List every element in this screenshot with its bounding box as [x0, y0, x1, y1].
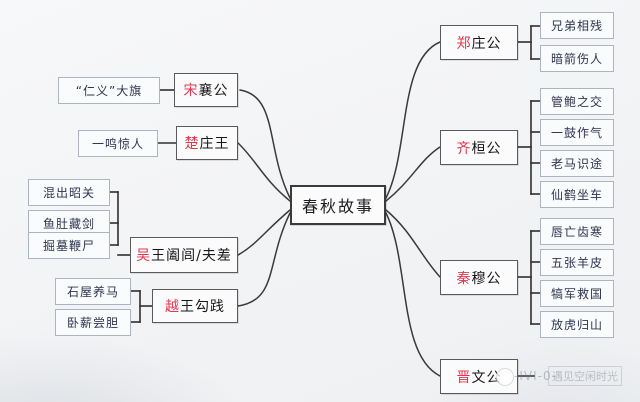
leaf-zheng-0[interactable]: 兄弟相残 — [540, 12, 614, 39]
node-yue-accent: 越 — [165, 299, 180, 315]
node-yue-wang-goujian[interactable]: 越王勾践 — [152, 289, 238, 323]
leaf-qi-1-label: 一鼓作气 — [550, 126, 603, 140]
node-jin-wen-gong[interactable]: 晋文公 — [440, 359, 518, 394]
leaf-chu-0[interactable]: 一鸣惊人 — [78, 130, 158, 157]
leaf-qin-2-label: 犒军救国 — [550, 287, 603, 301]
node-zheng-rest: 庄公 — [471, 35, 502, 52]
link-root-qi — [385, 146, 441, 202]
node-wu-accent: 吴 — [136, 248, 152, 264]
leaf-yue-1-label: 卧薪尝胆 — [66, 316, 119, 330]
leaf-qi-3[interactable]: 仙鹤坐车 — [540, 181, 614, 208]
leaf-qin-1[interactable]: 五张羊皮 — [540, 249, 614, 276]
leaf-qin-3[interactable]: 放虎归山 — [540, 311, 614, 338]
root-node-label: 春秋故事 — [301, 197, 374, 216]
node-wu-rest: 王阖闾/夫差 — [151, 248, 232, 264]
node-qin-rest: 穆公 — [471, 270, 502, 287]
leaf-wu-2-label: 掘墓鞭尸 — [42, 239, 95, 253]
watermark-text: 遇见空闲时光 — [548, 366, 622, 386]
node-song-accent: 宋 — [183, 83, 199, 99]
leaf-qin-3-label: 放虎归山 — [550, 318, 603, 332]
leaf-qi-0-label: 管鲍之交 — [550, 95, 603, 109]
leaf-qin-0[interactable]: 唇亡齿寒 — [540, 218, 614, 245]
link-root-chu — [237, 142, 291, 202]
leaf-qi-0[interactable]: 管鲍之交 — [540, 88, 614, 115]
leaf-qi-1[interactable]: 一鼓作气 — [540, 119, 614, 146]
node-zheng-accent: 郑 — [456, 35, 472, 52]
node-zheng-zhuang-gong[interactable]: 郑庄公 — [440, 25, 518, 60]
link-root-song — [239, 89, 291, 199]
node-qin-mu-gong[interactable]: 秦穆公 — [440, 260, 518, 295]
leaf-song-0-label: “仁义”大旗 — [75, 84, 143, 98]
node-chu-zhuang-wang[interactable]: 楚庄王 — [176, 126, 238, 160]
node-yue-rest: 王勾践 — [180, 299, 225, 315]
leaf-wu-1-label: 鱼肚藏剑 — [42, 217, 95, 231]
node-qin-accent: 秦 — [456, 270, 472, 287]
link-root-zheng — [385, 41, 441, 199]
leaf-qin-2[interactable]: 犒军救国 — [540, 280, 614, 307]
link-root-yue — [237, 212, 291, 307]
watermark-prefix: -IVI-0- — [514, 369, 557, 383]
leaf-qi-3-label: 仙鹤坐车 — [550, 188, 603, 202]
leaf-qi-2-label: 老马识途 — [550, 157, 603, 171]
node-chu-accent: 楚 — [184, 136, 200, 152]
link-root-wu — [237, 209, 291, 256]
link-root-qin — [385, 209, 441, 278]
leaf-qi-2[interactable]: 老马识途 — [540, 150, 614, 177]
node-qi-accent: 齐 — [456, 140, 472, 157]
node-jin-accent: 晋 — [456, 369, 472, 386]
node-jin-rest: 文公 — [471, 369, 502, 386]
leaf-wu-0[interactable]: 混出昭关 — [28, 179, 110, 206]
leaf-qin-0-label: 唇亡齿寒 — [550, 225, 603, 239]
leaf-song-0[interactable]: “仁义”大旗 — [58, 77, 160, 104]
leaf-yue-1[interactable]: 卧薪尝胆 — [55, 309, 131, 336]
leaf-qin-1-label: 五张羊皮 — [550, 256, 603, 270]
node-wu-wang-helv-fuchai[interactable]: 吴王阖闾/夫差 — [130, 237, 238, 273]
node-chu-rest: 庄王 — [199, 136, 230, 152]
leaf-zheng-0-label: 兄弟相残 — [550, 19, 603, 33]
node-song-xiang-gong[interactable]: 宋襄公 — [174, 73, 238, 107]
node-qi-rest: 桓公 — [471, 140, 502, 157]
node-qi-huan-gong[interactable]: 齐桓公 — [440, 130, 518, 165]
leaf-wu-0-label: 混出昭关 — [42, 186, 95, 200]
background-wash-left — [0, 328, 260, 402]
leaf-zheng-1[interactable]: 暗箭伤人 — [540, 45, 614, 72]
node-song-rest: 襄公 — [198, 83, 229, 99]
leaf-chu-0-label: 一鸣惊人 — [91, 137, 144, 151]
leaf-wu-2[interactable]: 掘墓鞭尸 — [28, 232, 110, 259]
leaf-zheng-1-label: 暗箭伤人 — [550, 52, 603, 66]
root-node[interactable]: 春秋故事 — [290, 185, 386, 225]
leaf-yue-0-label: 石屋养马 — [66, 285, 119, 299]
leaf-yue-0[interactable]: 石屋养马 — [55, 278, 131, 305]
link-root-jin — [385, 212, 441, 377]
